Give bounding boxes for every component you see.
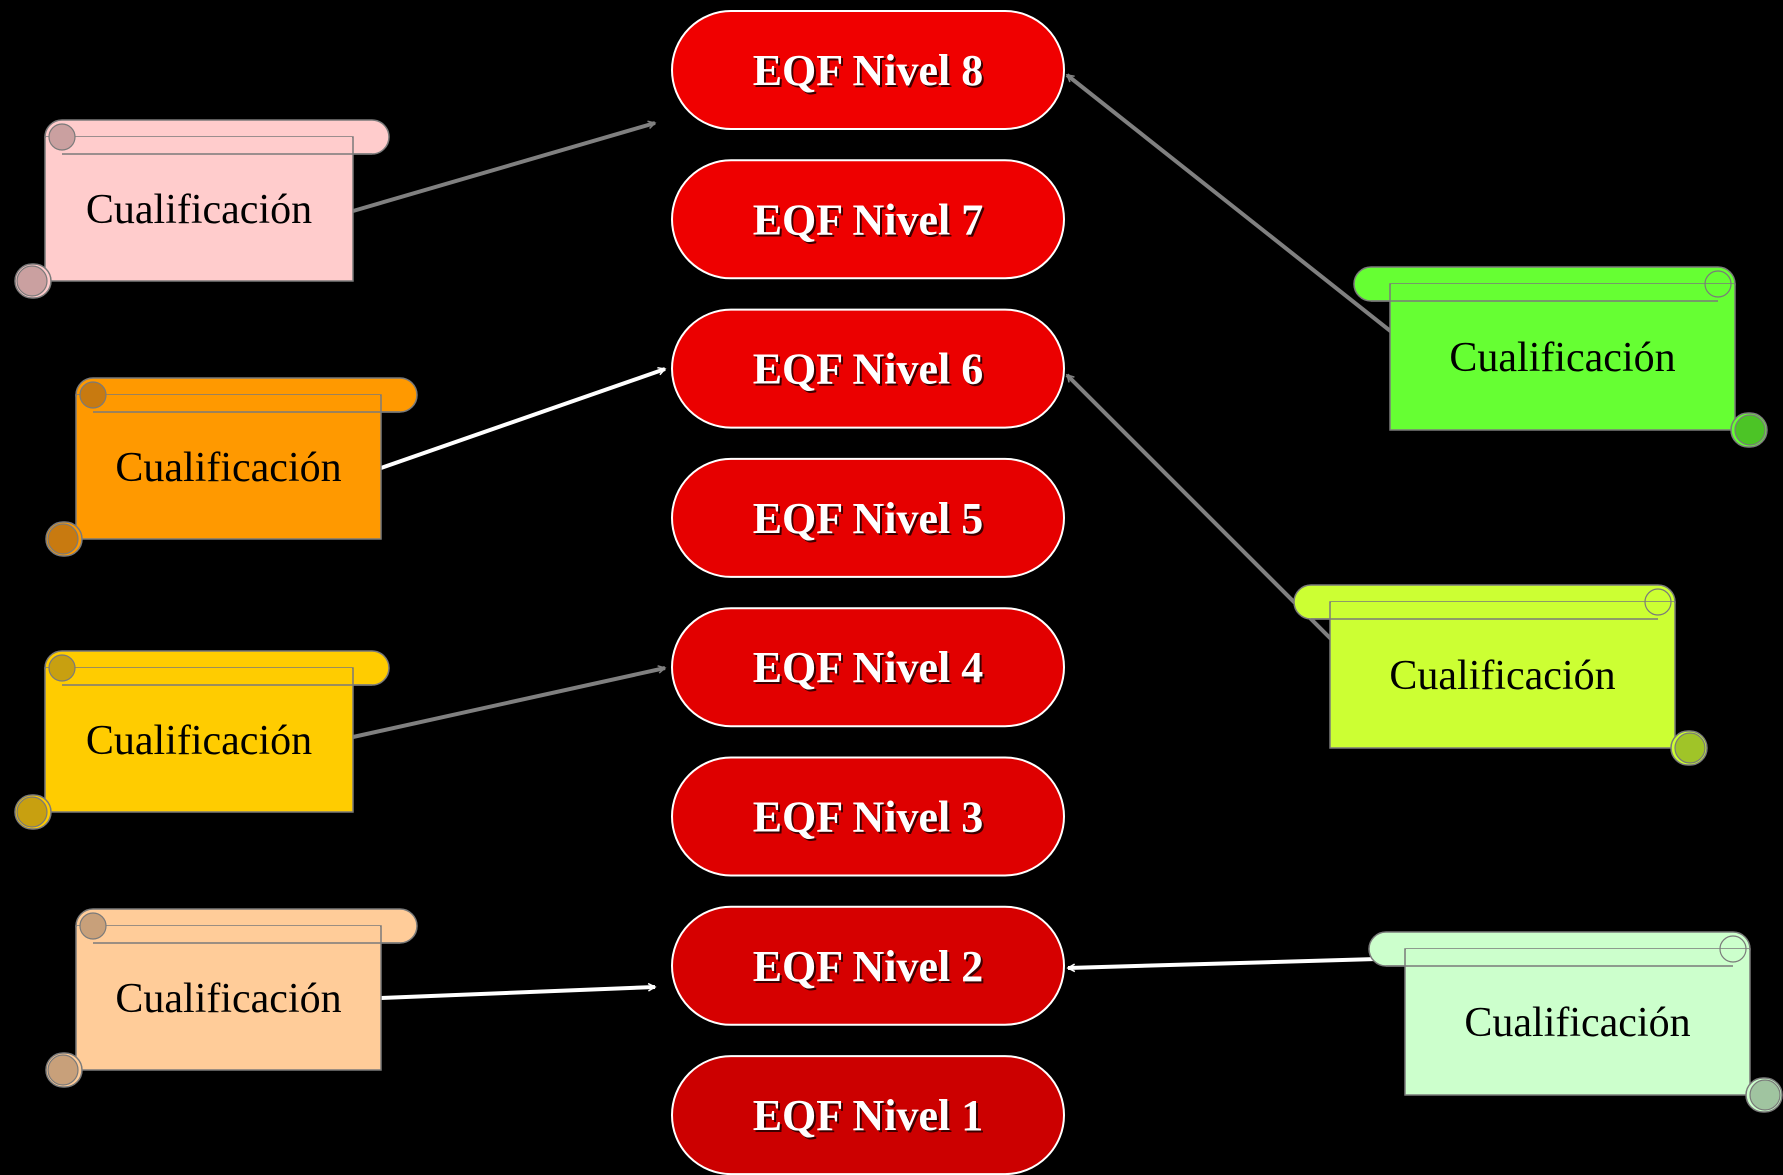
qualification-scroll-left: Cualificación [14,119,390,299]
qualification-scroll-right: Cualificación [1293,584,1708,766]
level-label: EQF Nivel 3 [753,793,984,842]
scroll-bottom-curl [16,265,48,297]
arrow-to-eqf-nivel-4 [352,668,665,739]
level-pill [671,457,1065,578]
scroll-top-curl [1644,588,1672,616]
scroll-seam [46,668,352,684]
level-label-shadow: EQF Nivel 7 [755,197,986,246]
scroll-top-curl [1719,935,1747,963]
level-label-shadow: EQF Nivel 8 [755,48,986,97]
scroll-body [44,667,354,813]
qualification-label: Cualificación [86,187,312,233]
scroll-bottom-curl [16,796,48,828]
qualification-scroll-left: Cualificación [45,908,418,1088]
arrow-to-eqf-nivel-6 [1065,373,1369,677]
scroll-top-curl [79,912,107,940]
arrow-to-eqf-nivel-2 [380,987,655,1000]
scroll-top-curl [1704,270,1732,298]
level-label: EQF Nivel 2 [753,942,984,991]
scroll-bottom-curl [47,1054,79,1086]
qualification-scroll-left: Cualificación [45,377,418,557]
level-pill [671,756,1065,877]
level-label-shadow: EQF Nivel 1 [755,1093,986,1142]
level-label: EQF Nivel 7 [753,195,984,244]
scroll-bottom-curl [47,523,79,555]
level-label-shadow: EQF Nivel 6 [755,347,986,396]
arrow-to-eqf-nivel-6 [380,369,665,470]
level-pill [671,10,1065,130]
scroll-seam [1331,602,1674,618]
level-label-shadow: EQF Nivel 2 [755,944,986,993]
qualification-scroll-right: Cualificación [1368,931,1783,1113]
qualification-label: Cualificación [115,976,341,1022]
level-pill [671,607,1065,728]
scroll-top-curl [79,381,107,409]
level-label-shadow: EQF Nivel 5 [755,496,986,545]
qualification-label: Cualificación [1464,1000,1690,1046]
scroll-seam [46,137,352,153]
level-pill [671,905,1065,1026]
scroll-body [44,136,354,282]
level-label-shadow: EQF Nivel 3 [755,795,986,844]
level-label: EQF Nivel 1 [753,1091,984,1140]
level-label: EQF Nivel 4 [753,643,984,692]
qualifications: CualificaciónCualificaciónCualificaciónC… [14,119,1783,1113]
level-label-shadow: EQF Nivel 4 [755,645,986,694]
scroll-body [1404,948,1751,1096]
scroll-body [1389,283,1736,431]
level-pill [671,159,1065,280]
scroll-bottom-curl [1734,414,1766,446]
qualification-label: Cualificación [1449,335,1675,381]
qualification-scroll-left: Cualificación [14,650,390,830]
arrow-to-eqf-nivel-2 [1068,956,1411,968]
scroll-seam [77,395,380,411]
qualification-scroll-right: Cualificación [1353,266,1768,448]
connector-arrows [352,73,1429,1000]
scroll-seam [77,926,380,942]
level-pill [671,308,1065,429]
scroll-top-curl [48,654,76,682]
scroll-body [75,925,382,1071]
arrow-to-eqf-nivel-8 [1065,73,1429,362]
arrow-to-eqf-nivel-8 [352,123,655,213]
qualification-label: Cualificación [86,718,312,764]
qualification-label: Cualificación [1389,653,1615,699]
level-label: EQF Nivel 8 [753,46,984,95]
scroll-seam [1406,949,1749,965]
scroll-seam [1391,284,1734,300]
scroll-body [1329,601,1676,749]
scroll-bottom-curl [1674,732,1706,764]
scroll-body [75,394,382,540]
level-label: EQF Nivel 5 [753,494,984,543]
level-pill [671,1055,1065,1175]
scroll-top-curl [48,123,76,151]
level-label: EQF Nivel 6 [753,345,984,394]
qualification-label: Cualificación [115,445,341,491]
scroll-bottom-curl [1749,1079,1781,1111]
